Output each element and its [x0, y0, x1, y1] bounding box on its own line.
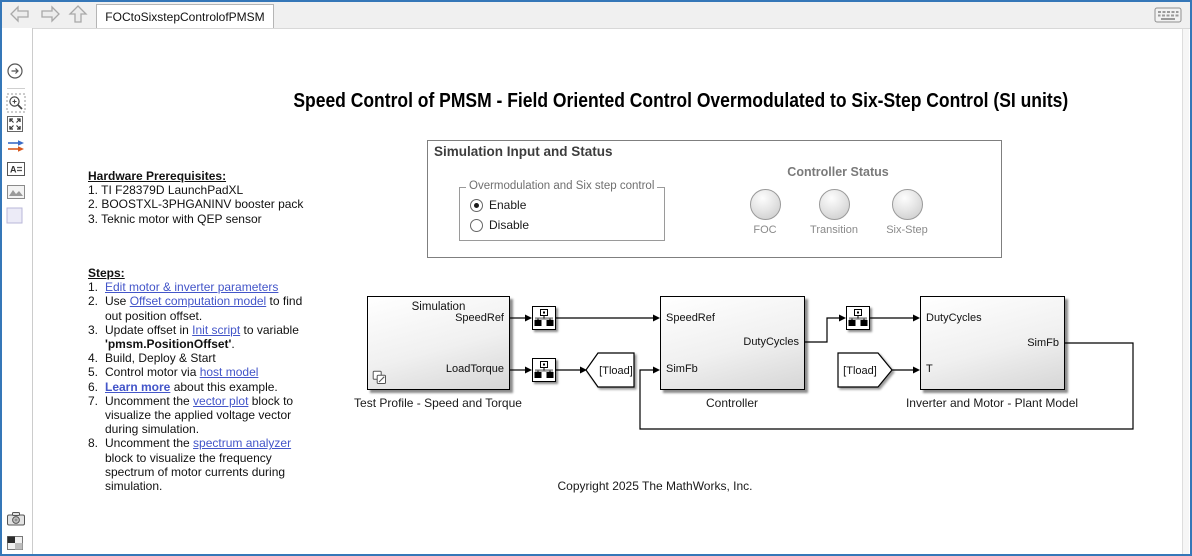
goto-tag-label: [Tload] [599, 365, 633, 377]
tree-icon [534, 361, 554, 378]
controller-caption: Controller [705, 396, 759, 410]
image-icon[interactable] [6, 184, 26, 204]
speedref-in-port: SpeedRef [666, 312, 715, 324]
dutycycles-out-port: DutyCycles [743, 336, 799, 348]
vertical-scrollbar[interactable] [1182, 28, 1189, 554]
groupbox-legend: Overmodulation and Six step control [466, 180, 658, 192]
torque-in-port: T [926, 363, 933, 375]
annotation-icon[interactable]: A [6, 160, 26, 180]
sixstep-status-lamp [892, 189, 923, 220]
up-arrow-icon [68, 5, 88, 23]
host-model-link[interactable]: host model [199, 365, 259, 380]
hardware-item: 1. TI F28379D LaunchPadXL [88, 183, 244, 198]
sidebar-divider [7, 88, 25, 89]
keyboard-icon [1154, 7, 1182, 23]
transition-status-lamp [819, 189, 850, 220]
camera-icon[interactable] [6, 511, 26, 531]
enable-radio-button[interactable] [470, 198, 483, 212]
plant-model-block[interactable]: DutyCycles T SimFb [920, 296, 1065, 390]
hardware-heading: Hardware Prerequisites: [88, 169, 227, 183]
copyright-text: Copyright 2025 The MathWorks, Inc. [557, 479, 753, 493]
test-profile-block[interactable]: Simulation SpeedRef LoadTorque [367, 296, 510, 390]
signal-arrows-icon[interactable] [6, 138, 26, 158]
disable-radio-row[interactable]: Disable [470, 218, 529, 232]
compare-icon[interactable] [6, 535, 26, 555]
disable-radio-button[interactable] [470, 218, 483, 232]
test-profile-inner-title: Simulation [411, 301, 466, 313]
up-button[interactable] [66, 4, 90, 24]
step-item: 3. Update offset in Init script to varia… [88, 322, 299, 352]
palette-sidebar: A [0, 28, 33, 556]
foc-lamp-label: FOC [753, 224, 777, 236]
edit-parameters-link[interactable]: Edit motor & inverter parameters [105, 280, 279, 295]
step-item: 6. Learn more about this example. [88, 379, 278, 394]
rate-transition-block-2[interactable] [532, 358, 556, 382]
tree-icon [534, 309, 554, 326]
keyboard-shortcuts-button[interactable] [1154, 6, 1182, 24]
model-tab-label: FOCtoSixstepControlofPMSM [105, 9, 265, 24]
plant-model-caption: Inverter and Motor - Plant Model [905, 396, 1079, 410]
panel-title: Simulation Input and Status [434, 144, 613, 159]
vector-plot-link[interactable]: vector plot [193, 393, 249, 408]
variant-badge-icon [372, 370, 386, 384]
forward-arrow-icon [41, 5, 60, 23]
steps-heading: Steps: [88, 266, 125, 280]
dutycycles-in-port: DutyCycles [926, 312, 982, 324]
foc-status-lamp [750, 189, 781, 220]
svg-text:A: A [10, 165, 17, 175]
speedref-out-port: SpeedRef [455, 312, 504, 324]
goto-tload-tag[interactable] [585, 352, 635, 388]
offset-computation-model-link[interactable]: Offset computation model [129, 294, 267, 309]
hardware-item: 2. BOOSTXL-3PHGANINV booster pack [88, 197, 304, 212]
fit-to-view-icon[interactable] [6, 115, 26, 135]
model-title: Speed Control of PMSM - Field Oriented C… [293, 90, 1069, 112]
enable-radio-label[interactable]: Enable [489, 198, 527, 212]
test-profile-caption: Test Profile - Speed and Torque [354, 396, 522, 410]
step-item: 4. Build, Deploy & Start [88, 351, 216, 366]
show-explorer-bar-icon[interactable] [6, 62, 26, 82]
rate-transition-block-1[interactable] [532, 306, 556, 330]
back-arrow-icon [10, 5, 29, 23]
zoom-in-icon[interactable] [6, 93, 26, 113]
steps-note: Steps: 1. Edit motor & inverter paramete… [88, 266, 313, 493]
from-tag-label: [Tload] [843, 365, 877, 377]
forward-button[interactable] [38, 4, 62, 24]
transition-lamp-label: Transition [810, 224, 858, 236]
area-icon[interactable] [6, 207, 26, 227]
sixstep-lamp-label: Six-Step [886, 224, 928, 236]
tree-icon [848, 309, 868, 326]
step-item: 2. Use Offset computation model to find … [88, 294, 303, 323]
from-tload-tag[interactable] [837, 352, 893, 388]
spectrum-analyzer-link[interactable]: spectrum analyzer [193, 436, 292, 451]
hardware-item: 3. Teknic motor with QEP sensor [88, 211, 262, 226]
model-tab[interactable]: FOCtoSixstepControlofPMSM [96, 4, 274, 28]
loadtorque-out-port: LoadTorque [445, 363, 504, 375]
step-item: 8. Uncomment the spectrum analyzer block… [88, 436, 292, 494]
step-item: 5. Control motor via host model [88, 365, 259, 380]
position-offset-variable: 'pmsm.PositionOffset' [105, 337, 232, 352]
hardware-prerequisites-note: Hardware Prerequisites: 1. TI F28379D La… [88, 169, 333, 226]
disable-radio-label[interactable]: Disable [489, 218, 530, 232]
step-item: 7. Uncomment the vector plot block to vi… [88, 393, 294, 437]
toolbar: FOCtoSixstepControlofPMSM [0, 0, 1192, 29]
back-button[interactable] [8, 4, 32, 24]
step-item: 1. Edit motor & inverter parameters [88, 280, 279, 295]
simfb-in-port: SimFb [666, 363, 698, 375]
controller-status-title: Controller Status [787, 165, 889, 179]
controller-block[interactable]: SpeedRef SimFb DutyCycles [660, 296, 805, 390]
rate-transition-block-3[interactable] [846, 306, 870, 330]
simfb-out-port: SimFb [1027, 337, 1059, 349]
init-script-link[interactable]: Init script [192, 322, 241, 337]
enable-radio-row[interactable]: Enable [470, 198, 526, 212]
overmodulation-groupbox: Overmodulation and Six step control Enab… [459, 180, 665, 241]
learn-more-link[interactable]: Learn more [105, 379, 171, 394]
